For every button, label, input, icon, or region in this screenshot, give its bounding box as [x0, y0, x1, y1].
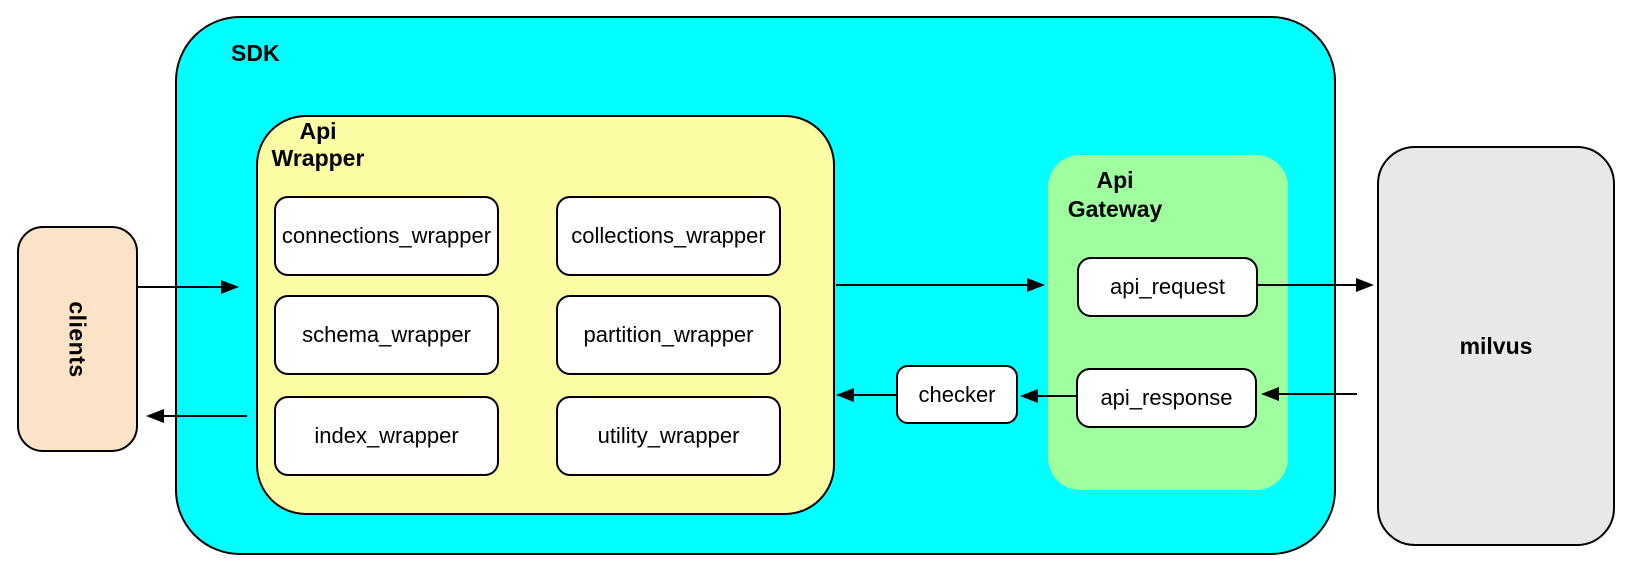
index-wrapper-label: index_wrapper	[314, 423, 459, 448]
collections-wrapper-node: collections_wrapper	[556, 196, 781, 276]
api-gateway-container	[1048, 155, 1288, 490]
schema-wrapper-node: schema_wrapper	[274, 295, 499, 375]
api-request-label: api_request	[1110, 274, 1225, 299]
utility-wrapper-node: utility_wrapper	[556, 396, 781, 476]
milvus-label: milvus	[1459, 332, 1533, 359]
index-wrapper-node: index_wrapper	[274, 396, 499, 476]
api-response-label: api_response	[1100, 385, 1233, 410]
connections-wrapper-node: connections_wrapper	[274, 196, 499, 276]
utility-wrapper-label: utility_wrapper	[597, 423, 740, 448]
collections-wrapper-label: collections_wrapper	[571, 223, 766, 248]
checker-node: checker	[896, 365, 1018, 424]
schema-wrapper-label: schema_wrapper	[302, 322, 471, 347]
api-wrapper-label: Api Wrapper	[271, 118, 365, 171]
partition-wrapper-node: partition_wrapper	[556, 295, 781, 375]
api-gateway-label: Api Gateway	[1067, 167, 1163, 222]
api-request-node: api_request	[1077, 257, 1258, 317]
partition-wrapper-label: partition_wrapper	[583, 322, 754, 347]
clients-label: clients	[65, 300, 91, 378]
sdk-label: SDK	[231, 40, 280, 66]
clients-node: clients	[17, 226, 138, 452]
milvus-node: milvus	[1377, 146, 1615, 546]
connections-wrapper-label: connections_wrapper	[281, 223, 492, 248]
api-response-node: api_response	[1076, 368, 1257, 428]
checker-label: checker	[918, 381, 996, 407]
